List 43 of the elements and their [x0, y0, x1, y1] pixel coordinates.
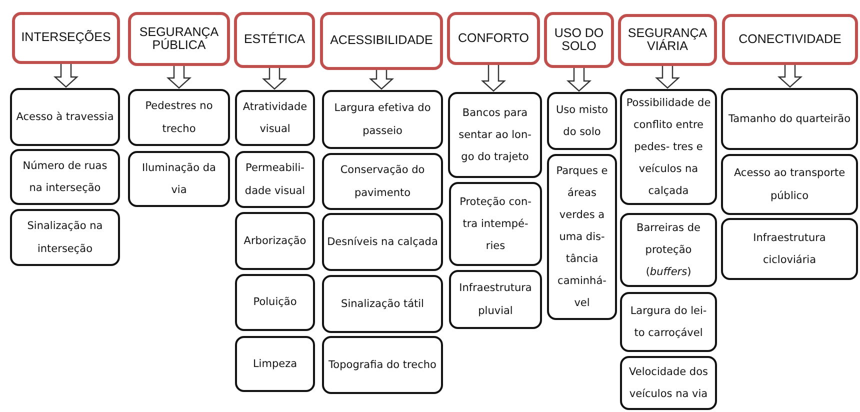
criterion-box: Conservação do pavimento — [322, 153, 443, 210]
hollow-arrow — [166, 65, 192, 89]
criterion-box: Tamanho do quarteirão — [721, 88, 858, 150]
criterion-box: Infraestrutura cicloviária — [721, 218, 858, 280]
category-box: INTERSEÇÕES — [12, 12, 120, 64]
criterion-box: Pedestres no trecho — [128, 89, 230, 146]
hollow-arrow — [53, 63, 79, 88]
criterion-box: Barreiras de proteção (buffers) — [620, 213, 717, 287]
criterion-box: Limpeza — [235, 336, 315, 392]
criterion-box: Desníveis na calçada — [322, 213, 443, 271]
criterion-box: Sinalização tátil — [322, 275, 443, 333]
criterion-box: Parques e áreas verdes a uma dis- tância caminhá- vel — [547, 154, 617, 320]
criterion-box: Iluminação da via — [128, 151, 230, 207]
category-box: ACESSIBILIDADE — [320, 12, 443, 70]
criterion-box: Uso misto do solo — [547, 92, 617, 150]
criterion-box: Arborização — [235, 212, 315, 270]
criterion-box: Largura efetiva do passeio — [322, 90, 443, 149]
category-box: USO DO SOLO — [544, 12, 614, 68]
hollow-arrow — [262, 67, 288, 90]
criterion-box: Bancos para sentar ao lon- go do trajeto — [448, 92, 542, 178]
criterion-box: Atratividade visual — [235, 90, 315, 146]
criterion-box: Poluição — [235, 274, 315, 331]
hollow-arrow — [566, 67, 592, 92]
criterion-box: Proteção con- tra intempé- ries — [449, 182, 542, 266]
hollow-arrow — [654, 65, 680, 89]
criterion-box: Número de ruas na interseção — [10, 149, 120, 205]
criterion-box: Largura do lei- to carroçável — [620, 292, 717, 352]
criterion-box: Sinalização na interseção — [10, 209, 120, 266]
criterion-box: Infraestrutura pluvial — [449, 270, 542, 329]
criterion-box: Acesso ao transporte público — [721, 154, 858, 215]
category-box: SEGURANÇA PÚBLICA — [128, 12, 230, 66]
criterion-box: Permeabili- dade visual — [235, 151, 315, 208]
criterion-box: Topografia do trecho — [322, 336, 443, 394]
criterion-box: Possibilidade de conflito entre pedes- tres e veículos na calçada — [620, 89, 717, 205]
criterion-box: Acesso à travessia — [10, 88, 120, 146]
criterion-box: Velocidade dos veículos na via — [620, 356, 717, 410]
category-box: CONFORTO — [447, 12, 540, 65]
category-box: ESTÉTICA — [234, 12, 315, 68]
hollow-arrow — [480, 64, 506, 92]
hollow-arrow — [777, 64, 803, 88]
hollow-arrow — [368, 69, 394, 90]
category-box: CONECTIVIDADE — [722, 14, 858, 65]
category-box: SEGURANÇA VIÁRIA — [618, 14, 717, 66]
